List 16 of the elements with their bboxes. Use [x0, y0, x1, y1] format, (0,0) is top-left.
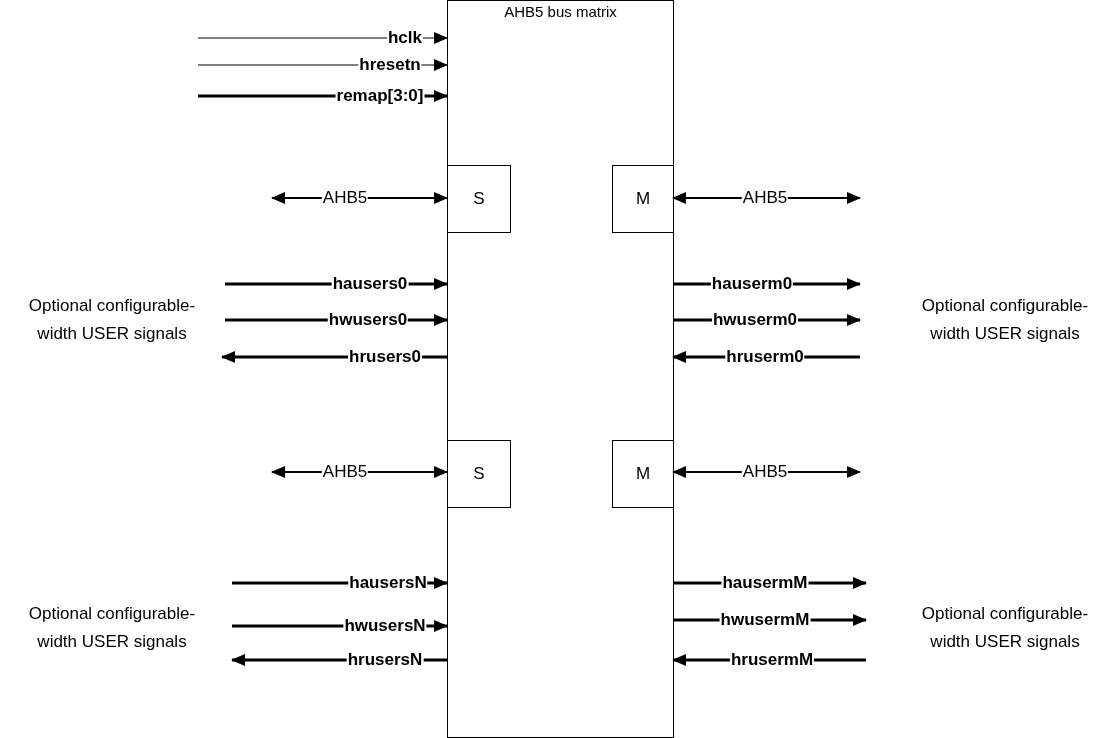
block-title: AHB5 bus matrix — [503, 3, 618, 20]
note-text: Optional configurable-width USER signals — [27, 603, 197, 653]
signal-label: remap[3:0] — [335, 86, 425, 106]
port-label: M — [635, 464, 651, 484]
port-label: S — [473, 189, 485, 209]
port-box — [447, 440, 511, 508]
port-box — [612, 165, 674, 233]
arrow — [197, 32, 448, 44]
note-text: Optional configurable-width USER signals — [920, 295, 1090, 345]
port-label: M — [635, 189, 651, 209]
bus-matrix-box — [447, 0, 674, 738]
port-box — [612, 440, 674, 508]
note-text: Optional configurable-width USER signals — [920, 603, 1090, 653]
port-box — [447, 165, 511, 233]
note-text: Optional configurable-width USER signals — [27, 295, 197, 345]
port-label: S — [473, 464, 485, 484]
